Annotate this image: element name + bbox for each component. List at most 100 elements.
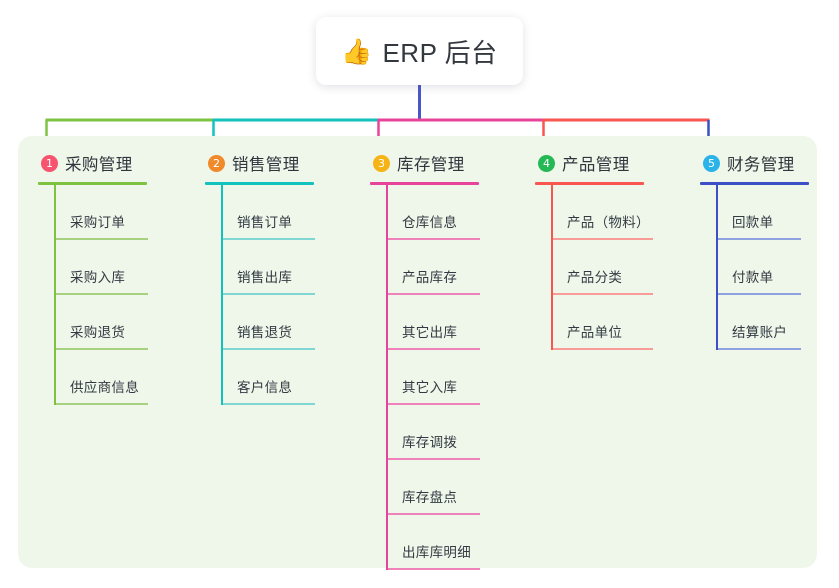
leaf-item-label: 其它出库	[402, 325, 458, 340]
leaf-item-label: 销售订单	[237, 215, 293, 230]
leaf-item[interactable]: 付款单	[716, 240, 809, 295]
leaf-item-label: 产品单位	[567, 325, 623, 340]
leaf-item[interactable]: 仓库信息	[386, 185, 480, 240]
root-node-content: 👍 ERP 后台	[341, 33, 497, 70]
leaf-item[interactable]: 产品单位	[551, 295, 653, 350]
leaf-item-underline	[388, 238, 480, 240]
leaf-item-underline	[553, 293, 653, 295]
branch-badge-2: 2	[208, 154, 225, 172]
leaf-item[interactable]: 库存调拨	[386, 405, 480, 460]
leaf-item-underline	[56, 238, 148, 240]
leaf-item-underline	[388, 513, 480, 515]
branch-badge-3: 3	[373, 154, 390, 172]
leaf-item-label: 库存盘点	[402, 490, 458, 505]
branch-underline-2	[205, 182, 314, 185]
branch-title-1: 采购管理	[65, 156, 133, 174]
leaf-item-underline	[388, 293, 480, 295]
branch-title-3: 库存管理	[397, 156, 465, 174]
leaf-item-label: 采购订单	[70, 215, 126, 230]
leaf-item-underline	[553, 348, 653, 350]
branch-header-4[interactable]: 4 产品管理	[535, 150, 644, 176]
branch-badge-4: 4	[538, 154, 555, 172]
leaf-item-underline	[56, 293, 148, 295]
leaf-item[interactable]: 销售订单	[221, 185, 315, 240]
branch-header-3[interactable]: 3 库存管理	[370, 150, 479, 176]
branch-column-2: 2 销售管理销售订单销售出库销售退货客户信息	[205, 150, 315, 405]
leaf-item-underline	[388, 458, 480, 460]
branch-underline-1	[38, 182, 147, 185]
leaf-item[interactable]: 回款单	[716, 185, 809, 240]
branch-underline-4	[535, 182, 644, 185]
root-node-card[interactable]: 👍 ERP 后台	[316, 17, 523, 85]
leaf-item[interactable]: 库存盘点	[386, 460, 480, 515]
branch-column-5: 5 财务管理回款单付款单结算账户	[700, 150, 809, 350]
leaf-item-underline	[388, 348, 480, 350]
branch-items-1: 采购订单采购入库采购退货供应商信息	[38, 185, 148, 405]
branch-badge-5: 5	[703, 154, 720, 172]
leaf-item-underline	[718, 293, 801, 295]
leaf-item-label: 结算账户	[732, 325, 788, 340]
leaf-item-label: 供应商信息	[70, 380, 139, 395]
branch-title-4: 产品管理	[562, 156, 630, 174]
leaf-item-label: 仓库信息	[402, 215, 458, 230]
branch-spine-3	[386, 185, 388, 570]
leaf-item-underline	[718, 238, 801, 240]
leaf-item[interactable]: 供应商信息	[54, 350, 148, 405]
leaf-item-underline	[388, 568, 480, 570]
leaf-item-label: 出库库明细	[402, 545, 471, 560]
leaf-item-label: 产品库存	[402, 270, 458, 285]
branch-header-2[interactable]: 2 销售管理	[205, 150, 314, 176]
leaf-item-underline	[223, 238, 315, 240]
branch-column-3: 3 库存管理仓库信息产品库存其它出库其它入库库存调拨库存盘点出库库明细	[370, 150, 480, 570]
branch-title-5: 财务管理	[727, 156, 795, 174]
leaf-item-underline	[56, 348, 148, 350]
leaf-item-label: 产品（物料）	[567, 215, 650, 230]
leaf-item[interactable]: 销售出库	[221, 240, 315, 295]
leaf-item[interactable]: 销售退货	[221, 295, 315, 350]
leaf-item-underline	[223, 348, 315, 350]
branch-items-5: 回款单付款单结算账户	[700, 185, 809, 350]
leaf-item-label: 客户信息	[237, 380, 293, 395]
leaf-item[interactable]: 出库库明细	[386, 515, 480, 570]
leaf-item-label: 销售出库	[237, 270, 293, 285]
leaf-item-label: 采购退货	[70, 325, 126, 340]
leaf-item[interactable]: 采购退货	[54, 295, 148, 350]
leaf-item-label: 回款单	[732, 215, 774, 230]
leaf-item-label: 库存调拨	[402, 435, 458, 450]
leaf-item-label: 产品分类	[567, 270, 623, 285]
leaf-item[interactable]: 其它出库	[386, 295, 480, 350]
branch-spine-2	[221, 185, 223, 405]
branch-header-1[interactable]: 1 采购管理	[38, 150, 147, 176]
leaf-item-underline	[223, 403, 315, 405]
branch-header-5[interactable]: 5 财务管理	[700, 150, 809, 176]
leaf-item-label: 付款单	[732, 270, 774, 285]
branches-panel: 1 采购管理采购订单采购入库采购退货供应商信息 2 销售管理销售订单销售出库销售退货客…	[18, 136, 817, 570]
leaf-item[interactable]: 采购入库	[54, 240, 148, 295]
leaf-item[interactable]: 产品分类	[551, 240, 653, 295]
leaf-item-underline	[718, 348, 801, 350]
branch-spine-5	[716, 185, 718, 350]
leaf-item-label: 销售退货	[237, 325, 293, 340]
leaf-item-label: 采购入库	[70, 270, 126, 285]
branch-title-2: 销售管理	[232, 156, 300, 174]
branch-spine-1	[54, 185, 56, 405]
branch-spine-4	[551, 185, 553, 350]
leaf-item[interactable]: 结算账户	[716, 295, 809, 350]
leaf-item-label: 其它入库	[402, 380, 458, 395]
leaf-item-underline	[553, 238, 653, 240]
leaf-item[interactable]: 客户信息	[221, 350, 315, 405]
branch-items-4: 产品（物料） 产品分类产品单位	[535, 185, 653, 350]
branch-underline-5	[700, 182, 809, 185]
branch-badge-1: 1	[41, 154, 58, 172]
branch-items-2: 销售订单销售出库销售退货客户信息	[205, 185, 315, 405]
branch-column-4: 4 产品管理产品（物料） 产品分类产品单位	[535, 150, 653, 350]
leaf-item[interactable]: 采购订单	[54, 185, 148, 240]
thumbs-up-icon: 👍	[341, 36, 373, 66]
leaf-item[interactable]: 产品（物料）	[551, 185, 653, 240]
leaf-item[interactable]: 其它入库	[386, 350, 480, 405]
leaf-item-underline	[388, 403, 480, 405]
branch-underline-3	[370, 182, 479, 185]
leaf-item-underline	[223, 293, 315, 295]
leaf-item-underline	[56, 403, 148, 405]
leaf-item[interactable]: 产品库存	[386, 240, 480, 295]
